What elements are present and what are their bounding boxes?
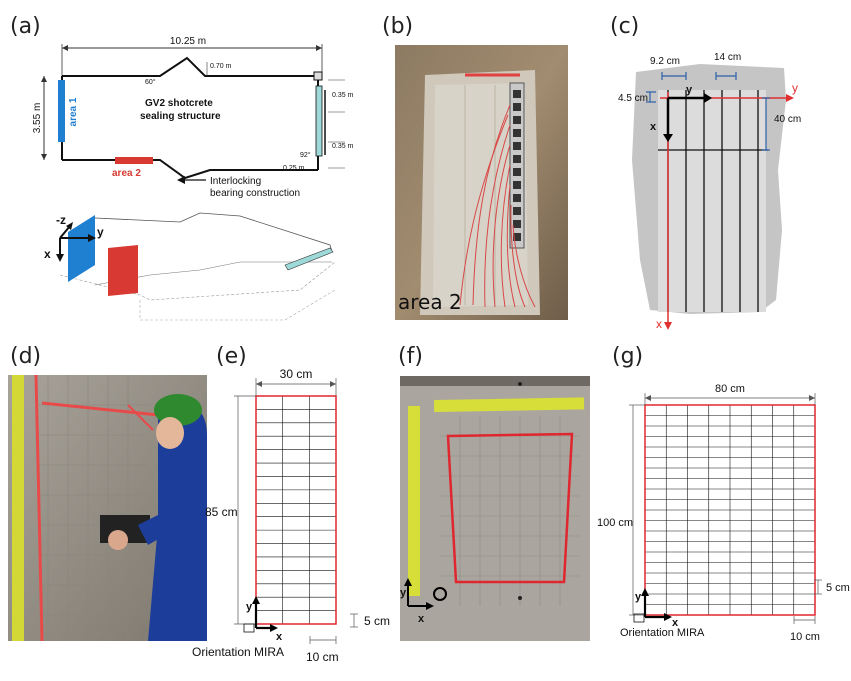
panel-label-c: (c) bbox=[610, 14, 640, 39]
step-5cm-e: 5 cm bbox=[364, 614, 390, 628]
dim-9-2cm: 9.2 cm bbox=[650, 56, 680, 67]
panel-label-f: (f) bbox=[398, 344, 423, 369]
orientation-mira-e: Orientation MIRA bbox=[192, 645, 284, 659]
col-10cm-e: 10 cm bbox=[306, 650, 339, 664]
angle-60: 60° bbox=[145, 78, 156, 86]
axis-y-label: y bbox=[97, 225, 104, 239]
axis-x-g: x bbox=[672, 617, 679, 629]
structure-title-line2: sealing structure bbox=[140, 111, 221, 122]
height-100cm: 100 cm bbox=[597, 517, 633, 529]
interlock-label-line2: bearing construction bbox=[210, 188, 300, 199]
dim-40cm: 40 cm bbox=[774, 114, 801, 125]
panel-label-d: (d) bbox=[10, 344, 42, 369]
dim-035-b: 0.35 m bbox=[332, 143, 354, 150]
axis-x-red: x bbox=[656, 317, 662, 331]
axis-x-e: x bbox=[276, 631, 283, 643]
orientation-mira-g: Orientation MIRA bbox=[620, 627, 705, 639]
col-10cm-g: 10 cm bbox=[790, 631, 820, 643]
height-85cm: 85 cm bbox=[205, 505, 238, 519]
width-30cm: 30 cm bbox=[280, 367, 313, 381]
panel-label-b: (b) bbox=[382, 14, 414, 39]
area1-label: area 1 bbox=[68, 97, 79, 126]
panel-label-e: (e) bbox=[216, 344, 247, 369]
width-80cm: 80 cm bbox=[715, 383, 745, 395]
interlock-label-line1: Interlocking bbox=[210, 176, 261, 187]
axis-y-g: y bbox=[635, 591, 642, 603]
axis-z-label: -z bbox=[56, 213, 66, 227]
dim-4-5cm: 4.5 cm bbox=[618, 93, 648, 104]
axis-y-e: y bbox=[246, 601, 253, 613]
dim-035-a: 0.35 m bbox=[332, 92, 354, 99]
step-5cm-g: 5 cm bbox=[826, 582, 850, 594]
angle-92: 92° bbox=[300, 151, 311, 159]
axis-x-black: x bbox=[650, 121, 657, 133]
structure-title-line1: GV2 shotcrete bbox=[145, 98, 213, 109]
axis-y-black: y bbox=[686, 84, 693, 96]
panel-label-g: (g) bbox=[612, 344, 644, 369]
area2-label: area 2 bbox=[112, 168, 141, 179]
dim-070: 0.70 m bbox=[210, 63, 232, 70]
area1-photo bbox=[400, 376, 590, 641]
area2-photo bbox=[395, 45, 568, 320]
axis-y-red: y bbox=[792, 81, 798, 95]
dim-14cm: 14 cm bbox=[714, 52, 741, 63]
axis-x-label: x bbox=[44, 247, 51, 261]
panel-label-a: (a) bbox=[10, 14, 41, 39]
length-dimension: 10.25 m bbox=[170, 36, 206, 47]
height-dimension: 3.55 m bbox=[32, 103, 43, 134]
measurement-photo bbox=[8, 375, 207, 641]
area2-photo-label: area 2 bbox=[398, 290, 462, 314]
dim-025: 0.25 m bbox=[283, 165, 305, 172]
